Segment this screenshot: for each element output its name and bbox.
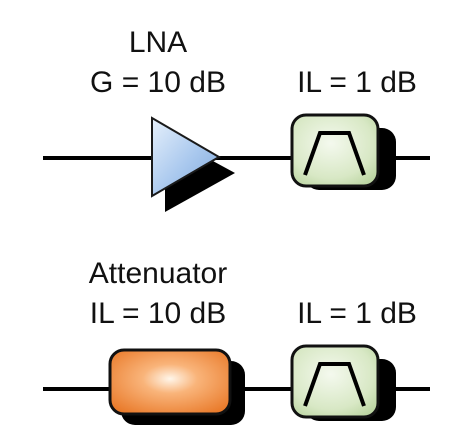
chain-2: Attenuator IL = 10 dB IL = 1 dB: [43, 257, 430, 425]
lna-gain-label: G = 10 dB: [90, 66, 226, 99]
attenuator-icon: [108, 348, 245, 425]
bandpass-filter-icon-1: [290, 113, 396, 190]
filter-1-loss-label: IL = 1 dB: [297, 66, 417, 99]
bandpass-filter-icon-2: [290, 344, 396, 421]
lna-amplifier-icon: [151, 116, 235, 212]
attenuator-title: Attenuator: [89, 257, 227, 290]
attenuator-loss-label: IL = 10 dB: [90, 297, 227, 330]
filter-2-loss-label: IL = 1 dB: [297, 297, 417, 330]
lna-title: LNA: [129, 26, 187, 59]
chain-1: LNA G = 10 dB IL = 1 dB: [43, 26, 430, 212]
